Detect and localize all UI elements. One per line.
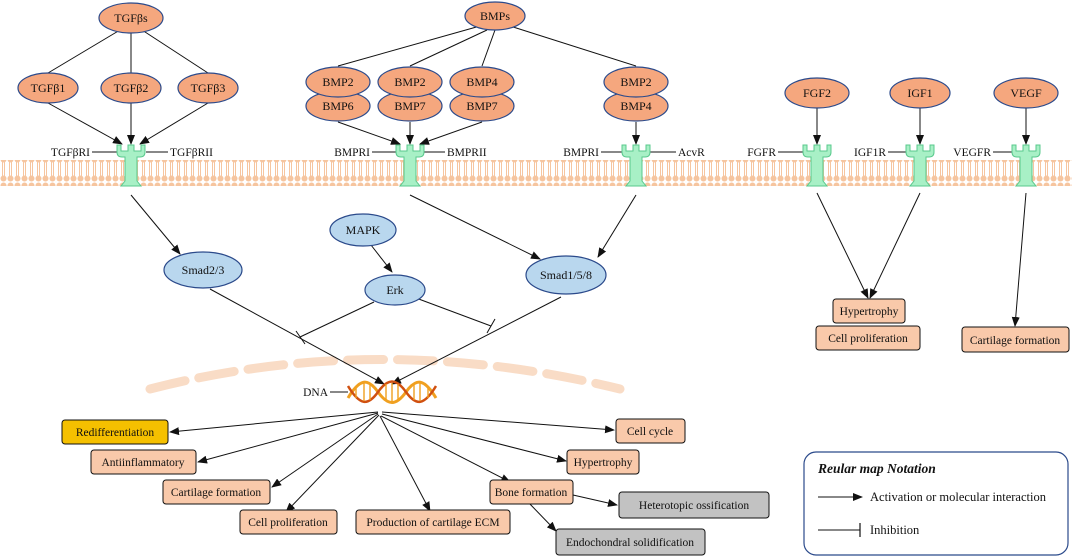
outcome-boxes: Redifferentiation Antiinflammatory Carti…: [61, 298, 1070, 556]
connectors: [47, 25, 1030, 532]
pair1-bottom-label: BMP6: [322, 99, 353, 113]
right-cell-proliferation-box: Cell proliferation: [815, 325, 921, 351]
bmps-node: BMPs: [464, 1, 526, 31]
cell-proliferation-label: Cell proliferation: [248, 517, 328, 529]
tgfbrii-label: TGFβRII: [170, 147, 213, 159]
pair2-top-label: BMP2: [394, 75, 425, 89]
antiinflammatory-label: Antiinflammatory: [101, 457, 184, 469]
right-cell-proliferation-label: Cell proliferation: [828, 333, 908, 345]
legend: Reular map Notation Activation or molecu…: [803, 451, 1069, 556]
tgfb3-node: TGFβ3: [177, 72, 239, 104]
redifferentiation-box: Redifferentiation: [61, 419, 169, 445]
pair3-bottom-label: BMP7: [466, 99, 497, 113]
antiinflammatory-box: Antiinflammatory: [90, 449, 197, 475]
tgfb1-node: TGFβ1: [17, 72, 79, 104]
smad158-node: Smad1/5/8: [525, 255, 607, 295]
bmpri-2-label: BMPRI: [563, 147, 599, 159]
fgf2-label: FGF2: [803, 86, 831, 100]
tgfb2-label: TGFβ2: [114, 81, 149, 95]
heterotopic-label: Heterotopic ossification: [639, 500, 749, 512]
smad23-node: Smad2/3: [163, 251, 243, 289]
production-ecm-label: Production of cartilage ECM: [366, 517, 499, 529]
legend-inhibition-label: Inhibition: [870, 523, 920, 537]
bone-formation-box: Bone formation: [489, 479, 574, 505]
bmp2-bmp6-pair: BMP2 BMP6: [305, 66, 371, 122]
fgf2-node: FGF2: [784, 77, 850, 109]
right-cartilage-formation-label: Cartilage formation: [970, 335, 1061, 347]
hypertrophy-label: Hypertrophy: [574, 457, 633, 469]
smad158-label: Smad1/5/8: [540, 268, 592, 282]
dna-label: DNA: [303, 387, 329, 399]
erk-label: Erk: [386, 283, 403, 297]
bmps-label: BMPs: [480, 9, 510, 23]
heterotopic-box: Heterotopic ossification: [618, 491, 770, 519]
pair3-top-label: BMP4: [466, 75, 497, 89]
nuclear-envelope: [145, 355, 625, 394]
cell-cycle-label: Cell cycle: [627, 426, 673, 438]
legend-activation-label: Activation or molecular interaction: [870, 490, 1047, 504]
bmp2-bmp4-pair: BMP2 BMP4: [603, 66, 669, 122]
vegf-label: VEGF: [1010, 86, 1042, 100]
receptors: TGFβRI TGFβRII BMPRI BMPRII BMPRI AcvR F…: [51, 144, 1041, 187]
acvr-label: AcvR: [678, 147, 705, 159]
cartilage-formation-label: Cartilage formation: [171, 487, 262, 499]
pair4-bottom-label: BMP4: [620, 99, 651, 113]
bone-formation-label: Bone formation: [495, 487, 568, 499]
bmprii-label: BMPRII: [447, 147, 487, 159]
tgfb3-label: TGFβ3: [191, 81, 226, 95]
fgfr-label: FGFR: [747, 147, 776, 159]
tgfb1-label: TGFβ1: [31, 81, 66, 95]
right-hypertrophy-label: Hypertrophy: [840, 306, 899, 318]
vegfr-label: VEGFR: [953, 147, 991, 159]
right-cartilage-formation-box: Cartilage formation: [961, 326, 1070, 353]
legend-title: Reular map Notation: [817, 461, 936, 476]
mapk-node: MAPK: [329, 213, 397, 247]
cell-membrane: [0, 160, 1072, 186]
cartilage-formation-box: Cartilage formation: [162, 479, 271, 505]
tgfbs-node: TGFβs: [98, 2, 164, 34]
endochondral-box: Endochondral solidification: [555, 528, 706, 556]
pair4-top-label: BMP2: [620, 75, 651, 89]
dna-helix-icon: [346, 380, 438, 404]
cell-proliferation-box: Cell proliferation: [239, 509, 338, 535]
redifferentiation-label: Redifferentiation: [76, 427, 155, 439]
bmp2-bmp7-pair: BMP2 BMP7: [377, 66, 443, 122]
production-ecm-box: Production of cartilage ECM: [355, 509, 511, 535]
igf1r-label: IGF1R: [854, 147, 886, 159]
ligand-nodes: TGFβs TGFβ1 TGFβ2 TGFβ3 BMPs BMP2 BMP6: [17, 1, 1059, 122]
tgfb2-node: TGFβ2: [100, 72, 162, 104]
bmpri-1-label: BMPRI: [334, 147, 370, 159]
pair1-top-label: BMP2: [322, 75, 353, 89]
igf1-node: IGF1: [889, 77, 951, 109]
mapk-label: MAPK: [346, 223, 381, 237]
vegf-node: VEGF: [993, 77, 1059, 109]
right-hypertrophy-box: Hypertrophy: [832, 298, 906, 324]
smad23-label: Smad2/3: [182, 263, 225, 277]
hypertrophy-box: Hypertrophy: [566, 449, 640, 475]
igf1-label: IGF1: [907, 86, 932, 100]
cell-cycle-box: Cell cycle: [615, 418, 686, 444]
tgfbri-label: TGFβRI: [51, 147, 90, 159]
erk-node: Erk: [364, 274, 426, 306]
endochondral-label: Endochondral solidification: [566, 537, 694, 549]
bmp4-bmp7-pair: BMP4 BMP7: [449, 66, 515, 122]
tgfbs-label: TGFβs: [114, 11, 148, 25]
signaling-nodes: Smad2/3 MAPK Erk Smad1/5/8: [163, 213, 607, 306]
pair2-bottom-label: BMP7: [394, 99, 425, 113]
